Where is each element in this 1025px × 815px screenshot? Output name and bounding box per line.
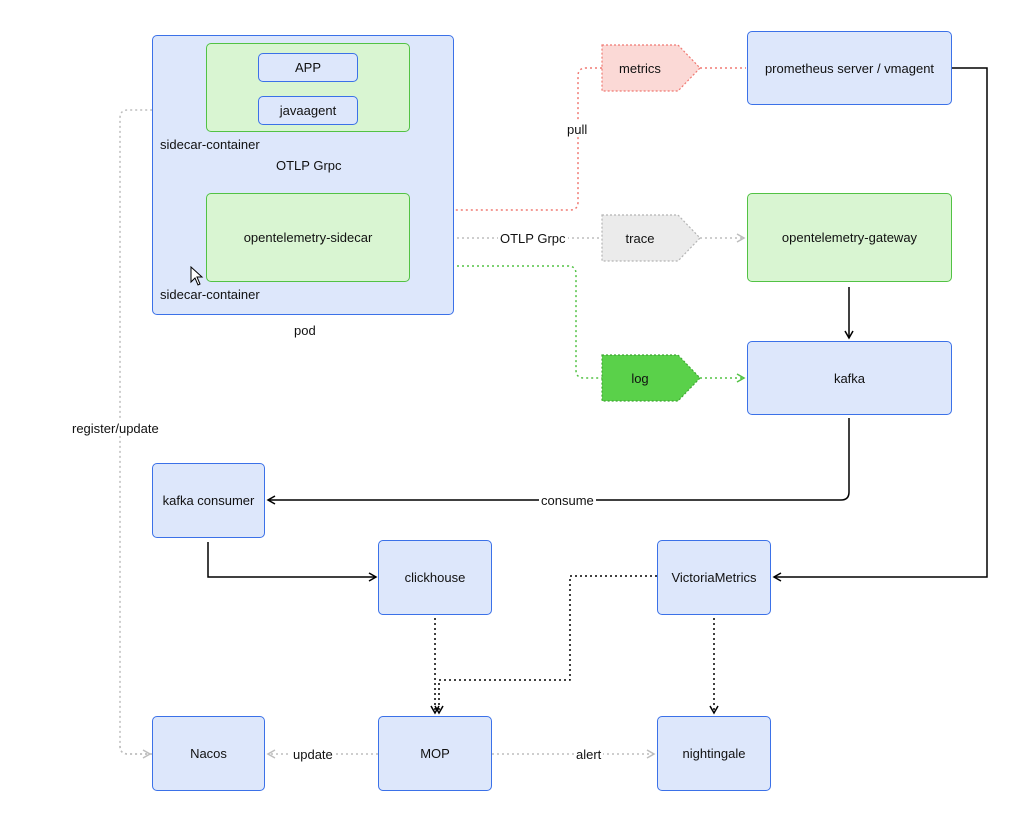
sidecar-container-label-bottom: sidecar-container bbox=[160, 287, 260, 302]
alert-label: alert bbox=[574, 747, 604, 762]
edge-consumer-to-clickhouse bbox=[207, 542, 378, 582]
pod-label: pod bbox=[294, 323, 316, 338]
pull-label: pull bbox=[565, 122, 590, 137]
otlp-grpc-label: OTLP Grpc bbox=[498, 231, 568, 246]
trace-tag: trace bbox=[625, 230, 655, 246]
consume-label: consume bbox=[539, 493, 596, 508]
kafka-node[interactable]: kafka bbox=[747, 341, 952, 415]
edge-pull bbox=[412, 67, 602, 215]
opentelemetry-sidecar-node[interactable]: opentelemetry-sidecar bbox=[206, 193, 410, 282]
kafka-consumer-node[interactable]: kafka consumer bbox=[152, 463, 265, 538]
javaagent-node[interactable]: javaagent bbox=[258, 96, 358, 125]
clickhouse-node[interactable]: clickhouse bbox=[378, 540, 492, 615]
mouse-cursor-icon bbox=[190, 266, 204, 286]
prometheus-node[interactable]: prometheus server / vmagent bbox=[747, 31, 952, 105]
nightingale-node[interactable]: nightingale bbox=[657, 716, 771, 791]
nacos-node[interactable]: Nacos bbox=[152, 716, 265, 791]
edge-prometheus-to-victoriametrics bbox=[772, 67, 988, 582]
log-tag-shape bbox=[601, 354, 701, 402]
edge-register-update-to-nacos bbox=[119, 745, 152, 759]
edge-consume bbox=[266, 418, 850, 505]
opentelemetry-gateway-node[interactable]: opentelemetry-gateway bbox=[747, 193, 952, 282]
mop-node[interactable]: MOP bbox=[378, 716, 492, 791]
sidecar-container-label-top: sidecar-container bbox=[160, 137, 260, 152]
trace-tag-shape bbox=[601, 214, 701, 262]
edge-sidecar-to-log bbox=[412, 265, 602, 379]
register-update-label: register/update bbox=[70, 421, 161, 436]
otlp-grpc-inner-label: OTLP Grpc bbox=[274, 158, 344, 173]
app-node[interactable]: APP bbox=[258, 53, 358, 82]
victoriametrics-node[interactable]: VictoriaMetrics bbox=[657, 540, 771, 615]
update-label: update bbox=[291, 747, 335, 762]
metrics-tag-shape bbox=[601, 44, 701, 92]
log-tag: log bbox=[631, 370, 649, 386]
edge-victoriametrics-to-mop bbox=[434, 575, 657, 715]
metrics-tag: metrics bbox=[619, 60, 661, 76]
